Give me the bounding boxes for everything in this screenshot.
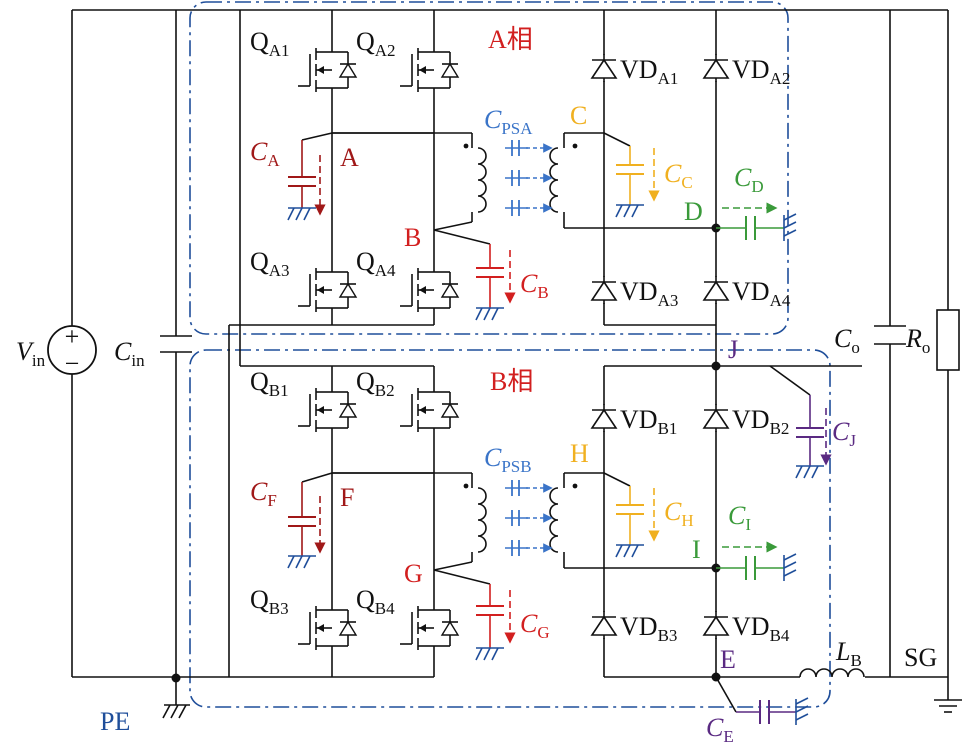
parasitic-cd [716, 202, 797, 241]
label-cc: CC [664, 159, 693, 192]
parasitic-ca [287, 140, 326, 221]
label-cf: CF [250, 477, 277, 510]
diode-a1: VDA1 [590, 54, 678, 88]
label-cb: CB [520, 269, 549, 302]
diode-b1: VDB1 [590, 404, 677, 438]
label-q-a1: QA1 [250, 27, 290, 60]
main-wiring [71, 9, 949, 705]
label-ch: CH [664, 497, 694, 530]
node-i: I [692, 535, 701, 564]
label-pe: PE [100, 707, 130, 736]
pe-ground-icon [162, 704, 190, 719]
parasitic-cg [475, 584, 516, 661]
cin-capacitor: Cin [114, 335, 192, 370]
diode-b4: VDB4 [702, 611, 790, 645]
label-q-b1: QB1 [250, 367, 289, 400]
label-vd-b1: VDB1 [620, 405, 677, 438]
phase-a-title: A相 [488, 25, 533, 54]
co-capacitor: Co [834, 324, 906, 357]
mosfet-a3: QA3 [250, 247, 358, 316]
node-d: D [684, 197, 703, 226]
label-sg: SG [904, 643, 937, 672]
phase-b-title: B相 [490, 367, 533, 396]
phase-a-frame [189, 1, 789, 335]
label-ca: CA [250, 137, 280, 170]
label-vd-b4: VDB4 [732, 612, 790, 645]
label-ci: CI [728, 501, 751, 534]
mosfet-b2: QB2 [356, 367, 460, 436]
phase-b-frame [189, 349, 831, 708]
label-ce: CE [706, 713, 734, 745]
parasitic-cpsa [505, 140, 553, 216]
node-j: J [728, 335, 738, 364]
node-e: E [720, 645, 736, 674]
label-q-a4: QA4 [356, 247, 396, 280]
diode-a4: VDA4 [702, 276, 791, 310]
node-b: B [404, 223, 421, 252]
parasitic-ce [736, 697, 809, 725]
parasitic-cc [615, 146, 660, 218]
label-vd-a1: VDA1 [620, 55, 678, 88]
label-vd-b2: VDB2 [732, 405, 789, 438]
sg-ground-icon [934, 699, 962, 713]
node-h: H [570, 439, 589, 468]
label-vd-a4: VDA4 [732, 277, 791, 310]
label-cpsb: CPSB [484, 443, 532, 476]
label-vd-b3: VDB3 [620, 612, 677, 645]
parasitic-cpsb [505, 480, 553, 556]
label-cpsa: CPSA [484, 105, 533, 138]
label-cg: CG [520, 609, 550, 642]
label-q-b2: QB2 [356, 367, 395, 400]
parasitic-cb [475, 244, 516, 321]
label-vin: Vin [16, 337, 46, 370]
mosfet-b4: QB4 [356, 585, 460, 654]
parasitic-ci [716, 541, 797, 581]
label-q-a3: QA3 [250, 247, 290, 280]
mosfet-a4: QA4 [356, 247, 460, 316]
parasitic-cj [795, 395, 832, 479]
mosfet-b3: QB3 [250, 585, 358, 654]
label-cin: Cin [114, 337, 145, 370]
diode-a2: VDA2 [702, 54, 790, 88]
node-a: A [340, 143, 359, 172]
label-cd: CD [734, 163, 764, 196]
mosfet-a1: QA1 [250, 27, 358, 96]
label-q-b3: QB3 [250, 585, 289, 618]
node-g: G [404, 559, 423, 588]
parasitic-cf [287, 482, 326, 569]
diode-a3: VDA3 [590, 276, 678, 310]
phase-b-transformer-wiring [301, 365, 811, 713]
label-co: Co [834, 324, 860, 357]
source-plus: + [65, 322, 80, 351]
label-lb: LB [835, 637, 862, 670]
parasitic-ch [615, 486, 660, 558]
diode-b3: VDB3 [590, 611, 677, 645]
diode-b2: VDB2 [702, 404, 789, 438]
label-q-a2: QA2 [356, 27, 396, 60]
label-vd-a2: VDA2 [732, 55, 790, 88]
label-vd-a3: VDA3 [620, 277, 678, 310]
node-f: F [340, 483, 354, 512]
ro-resistor: Ro [905, 309, 960, 371]
input-source: + − Vin [16, 322, 97, 378]
lb-inductor: LB [799, 637, 865, 678]
phase-a-transformer-wiring [301, 132, 721, 245]
source-minus: − [65, 349, 80, 378]
label-q-b4: QB4 [356, 585, 395, 618]
mosfet-b1: QB1 [250, 367, 358, 436]
label-ro: Ro [905, 324, 930, 357]
mosfet-a2: QA2 [356, 27, 460, 96]
label-cj: CJ [832, 417, 856, 450]
node-c: C [570, 101, 587, 130]
